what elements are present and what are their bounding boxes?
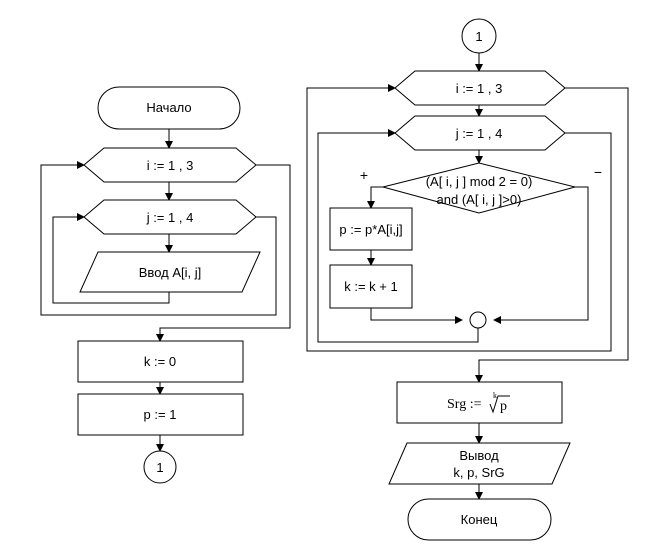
assign-p-label: p := p*A[i,j] — [339, 222, 402, 237]
yes-merge-arrow — [370, 308, 463, 324]
right-flowchart: 1 i := 1 , 3 j := 1 , 4 (A[ i, j ] mod 2… — [306, 18, 629, 541]
yes-branch-arrow — [367, 186, 383, 209]
srg-process: Srg := k p — [396, 381, 563, 424]
no-branch-arrow — [493, 186, 589, 324]
loop-i-hexagon: i := 1 , 3 — [83, 147, 257, 183]
right-loop-i-label: i := 1 , 3 — [456, 81, 503, 96]
input-parallelogram: Ввод A[i, j] — [79, 251, 261, 293]
radical-sign — [489, 395, 510, 414]
yes-sign: + — [360, 167, 368, 183]
loop-i-back-arrow — [40, 161, 277, 316]
no-sign: − — [594, 164, 602, 180]
condition-line1: (A[ i, j ] mod 2 = 0) — [426, 174, 533, 189]
condition-line2: and (A[ i, j ]>0) — [437, 192, 522, 207]
srg-lhs: Srg := — [447, 397, 482, 412]
right-loop-j-hexagon: j := 1 , 4 — [394, 115, 566, 151]
end-terminator: Конец — [407, 498, 552, 541]
right-connector: 1 — [461, 18, 497, 54]
loop-j-hexagon: j := 1 , 4 — [83, 199, 257, 235]
left-flowchart: Начало i := 1 , 3 j := 1 , 4 Ввод A[i, j… — [40, 86, 291, 484]
loop-i-exit-arrow — [156, 164, 291, 342]
start-terminator: Начало — [97, 86, 241, 130]
start-label: Начало — [146, 100, 191, 115]
output-line2: k, p, SrG — [453, 465, 504, 480]
loop-j-label: j := 1 , 4 — [146, 210, 194, 225]
merge-junction — [469, 311, 487, 329]
right-connector-label: 1 — [475, 29, 482, 44]
output-parallelogram: Вывод k, p, SrG — [388, 442, 571, 485]
init-p-label: p := 1 — [144, 407, 177, 422]
end-label: Конец — [461, 512, 498, 527]
srg-radicand: p — [500, 399, 507, 414]
init-k-process: k := 0 — [77, 340, 244, 383]
condition-diamond: (A[ i, j ] mod 2 = 0) and (A[ i, j ]>0) — [381, 162, 577, 214]
assign-p-process: p := p*A[i,j] — [329, 207, 413, 251]
loop-j-back-arrow — [52, 213, 170, 304]
left-connector-label: 1 — [156, 460, 163, 475]
loop-i-label: i := 1 , 3 — [147, 158, 194, 173]
right-loop-j-back-arrow — [317, 129, 479, 343]
init-k-label: k := 0 — [144, 354, 176, 369]
input-label: Ввод A[i, j] — [139, 265, 201, 280]
srg-index: k — [493, 391, 497, 400]
output-line1: Вывод — [459, 448, 499, 463]
init-p-process: p := 1 — [77, 393, 244, 436]
assign-k-process: k := k + 1 — [329, 264, 413, 309]
right-loop-i-exit-arrow — [475, 87, 629, 383]
assign-k-label: k := k + 1 — [344, 279, 397, 294]
right-loop-i-hexagon: i := 1 , 3 — [394, 70, 566, 106]
right-loop-j-label: j := 1 , 4 — [455, 126, 503, 141]
left-connector: 1 — [143, 450, 177, 484]
right-loop-i-back-arrow — [306, 84, 612, 352]
